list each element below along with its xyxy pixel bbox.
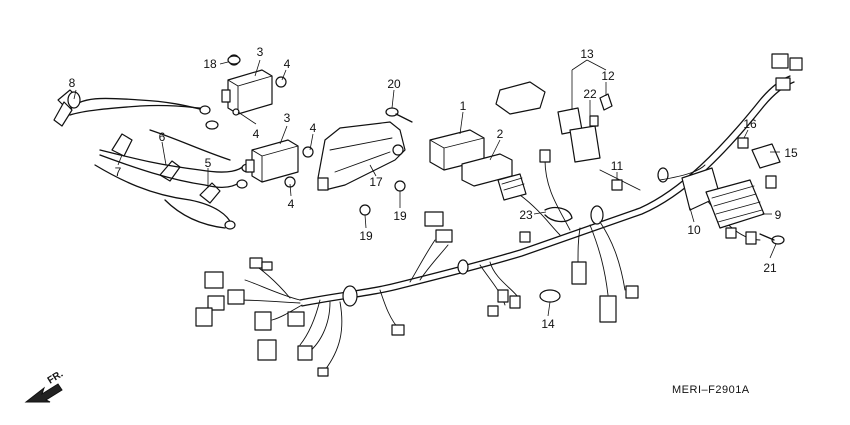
bolt-coil <box>227 55 241 65</box>
callout-9: 9 <box>775 208 782 222</box>
callout-5: 5 <box>205 156 212 170</box>
drawing-code: MERI–F2901A <box>672 384 750 396</box>
front-label: FR. <box>46 369 66 387</box>
callout-10: 10 <box>687 223 701 237</box>
callout-12: 12 <box>601 69 615 83</box>
bracket <box>317 121 406 191</box>
callout-19-b: 19 <box>393 209 407 223</box>
harness-connectors-middle <box>424 211 639 323</box>
callout-23: 23 <box>519 208 533 222</box>
callout-8: 8 <box>69 76 76 90</box>
leader-lines <box>73 59 780 317</box>
callout-2: 2 <box>497 127 504 141</box>
callout-4-a: 4 <box>284 57 291 71</box>
callout-17: 17 <box>369 175 383 189</box>
ignition-coil-lower <box>245 139 314 188</box>
callout-7: 7 <box>115 165 122 179</box>
callout-3-upper: 3 <box>257 45 264 59</box>
callout-22: 22 <box>583 87 597 101</box>
ignition-coil-upper <box>221 54 287 116</box>
bolt <box>385 107 413 123</box>
callout-21: 21 <box>763 261 777 275</box>
main-wire-harness <box>234 75 795 371</box>
callout-15: 15 <box>784 146 798 160</box>
callout-13: 13 <box>580 47 594 61</box>
callout-18: 18 <box>203 57 217 71</box>
fuse-box-assembly <box>495 81 623 191</box>
front-arrow-icon <box>24 383 63 403</box>
harness-connectors-right <box>745 53 803 245</box>
callout-4-c: 4 <box>310 121 317 135</box>
callout-4-d: 4 <box>288 197 295 211</box>
callout-1: 1 <box>460 99 467 113</box>
callout-14: 14 <box>541 317 555 331</box>
spark-plug-caps <box>53 89 255 230</box>
callout-4-b: 4 <box>253 127 260 141</box>
clamps <box>539 207 573 303</box>
callout-11: 11 <box>611 159 624 173</box>
callout-3-lower: 3 <box>284 111 291 125</box>
callout-20: 20 <box>387 77 401 91</box>
callout-16: 16 <box>743 117 757 131</box>
front-direction-indicator: FR. <box>24 369 66 403</box>
relay <box>737 137 781 169</box>
nuts <box>359 180 406 216</box>
callout-6: 6 <box>159 130 166 144</box>
part-callouts: 8 7 6 5 18 3 4 4 3 4 4 20 17 19 19 1 2 1… <box>69 45 798 331</box>
harness-connectors-left <box>195 257 405 377</box>
bolt-regulator <box>759 233 785 245</box>
callout-19-a: 19 <box>359 229 373 243</box>
control-modules <box>429 129 527 201</box>
